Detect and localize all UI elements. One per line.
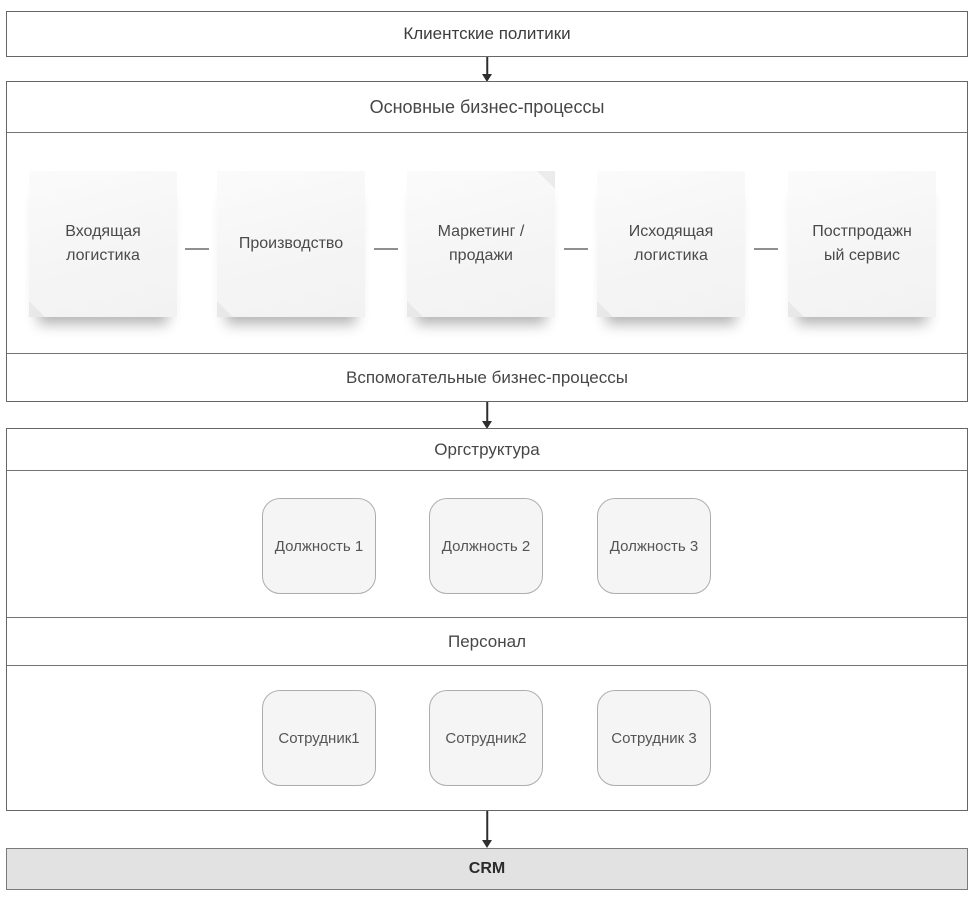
down-arrow-icon: [480, 811, 494, 848]
arrow-head: [482, 840, 492, 848]
employee-label: Сотрудник 3: [611, 729, 697, 747]
sticky-note-marketing-sales: Маркетинг / продажи: [407, 171, 555, 317]
personnel-label: Персонал: [447, 631, 527, 651]
main-processes-title: Основные бизнес-процессы: [369, 96, 605, 117]
position-label: Должность 2: [441, 537, 531, 555]
employee-label: Сотрудник1: [278, 729, 360, 747]
positions-row: Должность 1 Должность 2 Должность 3: [7, 472, 967, 617]
employee-label: Сотрудник2: [445, 729, 527, 747]
note-label: Исходящая логистика: [628, 223, 714, 264]
arrow-head: [482, 74, 492, 82]
client-policies-box: Клиентские политики: [6, 11, 968, 57]
arrow-line: [486, 402, 488, 423]
arrow-line: [486, 811, 488, 842]
down-arrow-icon: [480, 57, 494, 82]
note-connector: [754, 248, 778, 250]
note-connector: [374, 248, 398, 250]
note-connector: [564, 248, 588, 250]
down-arrow-icon: [480, 402, 494, 429]
sticky-note-production: Производство: [217, 171, 365, 317]
sticky-note-inbound-logistics: Входящая логистика: [29, 171, 177, 317]
note-label: Маркетинг / продажи: [437, 223, 525, 264]
note-connector: [185, 248, 209, 250]
main-processes-header: Основные бизнес-процессы: [7, 82, 967, 133]
note-label: Производство: [238, 235, 344, 252]
supporting-processes-label: Вспомогательные бизнес-процессы: [346, 367, 628, 387]
employees-row: Сотрудник1 Сотрудник2 Сотрудник 3: [7, 666, 967, 810]
position-chip: Должность 2: [429, 498, 543, 594]
personnel-band: Персонал: [7, 617, 967, 666]
position-label: Должность 3: [609, 537, 699, 555]
supporting-processes-band: Вспомогательные бизнес-процессы: [7, 353, 967, 401]
main-processes-block: Основные бизнес-процессы Входящая логист…: [6, 81, 968, 402]
process-notes-row: Входящая логистика Производство Маркетин…: [7, 134, 967, 352]
employee-chip: Сотрудник1: [262, 690, 376, 786]
arrow-head: [482, 421, 492, 429]
note-label: Входящая логистика: [65, 223, 141, 264]
crm-label: CRM: [468, 860, 506, 877]
org-structure-header: Оргструктура: [7, 429, 967, 471]
sticky-note-aftersales-service: Постпродажный сервис: [788, 171, 936, 317]
employee-chip: Сотрудник2: [429, 690, 543, 786]
crm-box: CRM: [6, 848, 968, 890]
employee-chip: Сотрудник 3: [597, 690, 711, 786]
sticky-note-outbound-logistics: Исходящая логистика: [597, 171, 745, 317]
org-structure-block: Оргструктура Должность 1 Должность 2 Дол…: [6, 428, 968, 811]
org-structure-title: Оргструктура: [434, 439, 540, 459]
position-label: Должность 1: [274, 537, 364, 555]
client-policies-label: Клиентские политики: [403, 24, 571, 43]
position-chip: Должность 3: [597, 498, 711, 594]
position-chip: Должность 1: [262, 498, 376, 594]
note-label: Постпродажный сервис: [812, 223, 912, 264]
arrow-line: [486, 57, 488, 76]
